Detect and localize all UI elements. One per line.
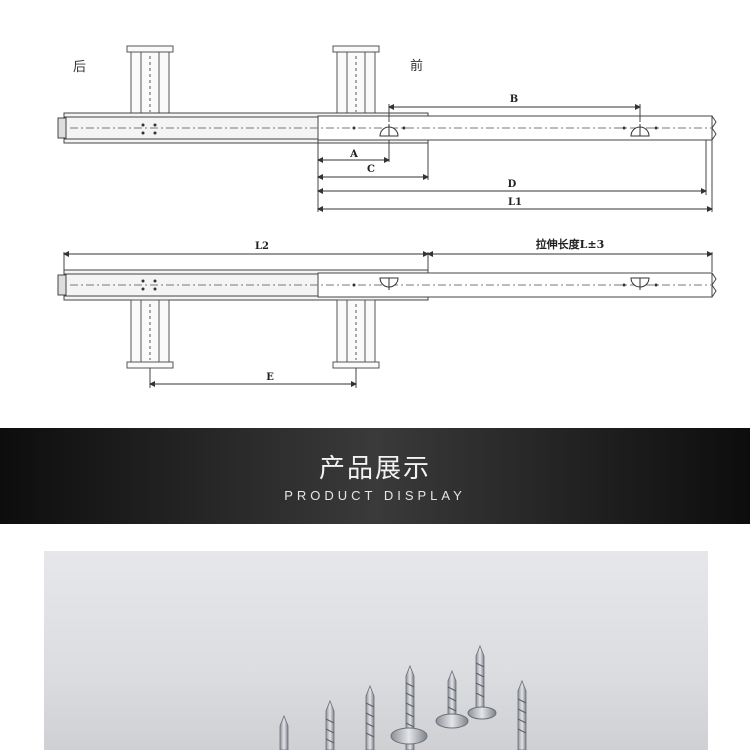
product-photo [44, 551, 708, 750]
screws-icon [279, 644, 527, 750]
dimension-e-label: E [266, 372, 274, 383]
dimension-c-label: C [367, 164, 375, 175]
rear-label: 后 [73, 60, 86, 75]
dimension-l1-label: L1 [508, 197, 522, 208]
front-label: 前 [410, 58, 423, 74]
dimension-d-label: D [508, 179, 517, 190]
front-bracket [332, 45, 380, 115]
dimension-a-label: A [349, 149, 358, 160]
dimension-b-label: B [510, 94, 518, 105]
rail-holes [141, 123, 658, 135]
top-drawing: B A C D L1 后 前 [57, 45, 717, 212]
front-bracket-bottom [332, 299, 380, 369]
dimension-l2-label: L2 [255, 241, 269, 252]
rear-bracket-bottom [126, 299, 174, 369]
bottom-drawing: L2 拉伸长度L±3 [57, 237, 717, 388]
rear-bracket [126, 45, 174, 115]
slide-rail-diagram: B A C D L1 后 前 L2 拉伸长度L±3 [57, 45, 717, 388]
product-display-banner: 产品展示 PRODUCT DISPLAY [0, 428, 750, 524]
banner-title: 产品展示 [318, 454, 431, 484]
extension-length-label: 拉伸长度L±3 [536, 237, 605, 251]
banner-subtitle: PRODUCT DISPLAY [284, 488, 466, 503]
